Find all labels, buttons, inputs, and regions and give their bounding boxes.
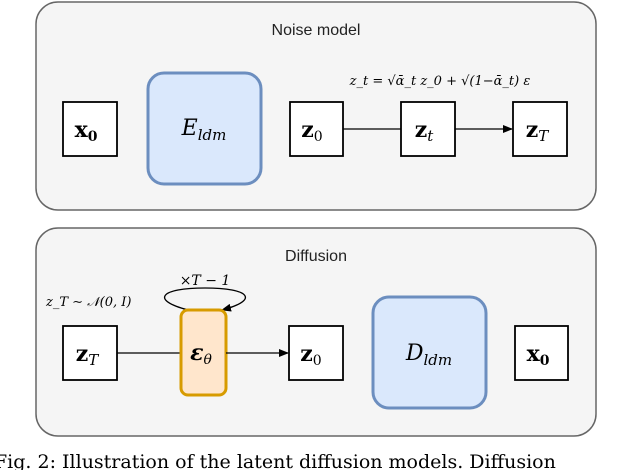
denoiser-subscript: θ bbox=[203, 352, 212, 368]
noise-model-panel: Noise model z_t = √ᾱ_t z_0 + √(1−ᾱ_t) ε … bbox=[35, 1, 597, 211]
encoder-symbol: E bbox=[181, 116, 198, 141]
prior-label: z_T ∼ 𝒩(0, I) bbox=[45, 295, 131, 310]
z0-symbol: z bbox=[301, 117, 314, 143]
diffusion-zT-subscript: T bbox=[88, 351, 99, 369]
figure-caption: Fig. 2: Illustration of the latent diffu… bbox=[0, 451, 556, 470]
noise-model-title: Noise model bbox=[272, 22, 361, 39]
diffusion-z0-subscript: 0 bbox=[313, 353, 322, 369]
svg-text:zT: zT bbox=[76, 341, 100, 369]
diffusion-title: Diffusion bbox=[285, 248, 347, 265]
svg-text:zT: zT bbox=[526, 117, 550, 145]
svg-text:x0: x0 bbox=[75, 117, 98, 145]
x0-symbol: x bbox=[75, 117, 89, 143]
noise-equation: z_t = √ᾱ_t z_0 + √(1−ᾱ_t) ε bbox=[349, 74, 531, 89]
diffusion-z0-node: z0 bbox=[288, 325, 344, 381]
diffusion-panel: Diffusion z_T ∼ 𝒩(0, I) ×T − 1 zT εθ z0 bbox=[35, 227, 597, 437]
zT-node: zT bbox=[512, 101, 568, 157]
encoder-subscript: ldm bbox=[198, 126, 227, 144]
z0-subscript: 0 bbox=[314, 129, 323, 145]
decoder-node: Dldm bbox=[371, 295, 488, 410]
svg-text:Dldm: Dldm bbox=[405, 341, 452, 369]
x0-subscript: 0 bbox=[88, 129, 98, 145]
svg-text:z0: z0 bbox=[300, 341, 321, 369]
svg-text:zt: zt bbox=[415, 117, 435, 145]
decoder-symbol: D bbox=[405, 341, 424, 366]
zt-symbol: z bbox=[415, 117, 428, 143]
svg-text:z0: z0 bbox=[301, 117, 322, 145]
diffusion-zT-symbol: z bbox=[76, 341, 89, 367]
encoder-node: Eldm bbox=[146, 71, 263, 186]
diffusion-z0-symbol: z bbox=[300, 341, 313, 367]
diffusion-zT-node: zT bbox=[62, 325, 118, 381]
decoder-subscript: ldm bbox=[424, 351, 453, 369]
denoiser-node: εθ bbox=[179, 308, 228, 397]
x0-node: x0 bbox=[62, 101, 118, 157]
svg-text:x0: x0 bbox=[527, 341, 550, 369]
diffusion-x0-node: x0 bbox=[514, 325, 569, 381]
zt-subscript: t bbox=[427, 127, 434, 145]
zt-node: zt bbox=[400, 101, 456, 157]
diffusion-x0-subscript: 0 bbox=[540, 353, 550, 369]
denoiser-symbol: ε bbox=[190, 340, 203, 366]
z0-node: z0 bbox=[289, 101, 344, 157]
loop-label: ×T − 1 bbox=[180, 273, 231, 289]
diffusion-x0-symbol: x bbox=[527, 341, 541, 367]
zT-symbol: z bbox=[526, 117, 539, 143]
denoiser-loop-arrow bbox=[163, 287, 247, 312]
zT-subscript: T bbox=[538, 127, 549, 145]
svg-text:Eldm: Eldm bbox=[181, 116, 227, 144]
svg-text:εθ: εθ bbox=[190, 340, 212, 368]
